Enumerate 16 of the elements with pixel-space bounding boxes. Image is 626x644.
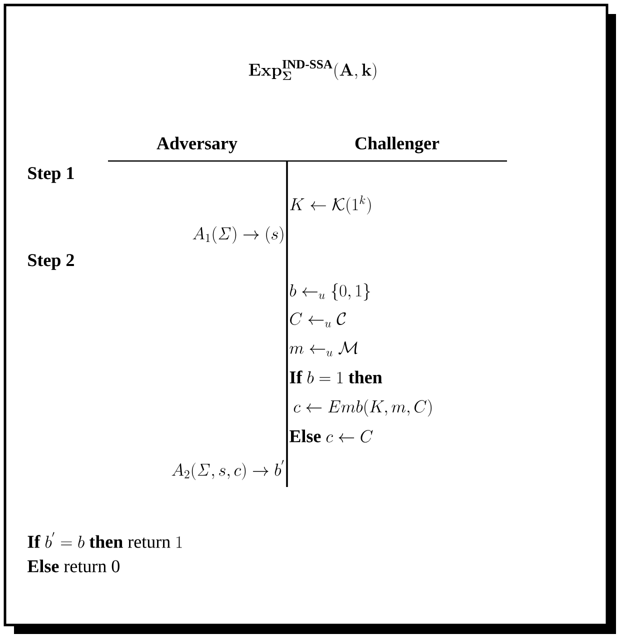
formula: $A_2(\mathit{\Sigma},s,c) \rightarrow b^{'}$: [172, 460, 284, 480]
formula: $b \leftarrow_u \{0,1\}$: [290, 283, 370, 301]
column-header: Challenger: [355, 136, 440, 154]
statement: Else return 0: [28, 560, 120, 572]
formula: $K \leftarrow \mathcal{K}(1^k)$: [290, 196, 371, 214]
statement: $\textbf{If } b = 1 \textbf{ then}$: [290, 370, 382, 384]
formula: $m \leftarrow_u \mathcal{M}$: [290, 341, 358, 356]
formula: $A_1(\mathit{\Sigma}) \rightarrow (s)$: [192, 226, 284, 244]
step-label: Step 2: [28, 254, 74, 270]
title: $\mathbf{Exp}_{\mathbf{\Sigma}}^{\textbf{IND-SSA}}(\mathbf{A},\mathbf{k})$: [248, 60, 376, 80]
formula: $C \leftarrow_u \mathcal{C}$: [290, 312, 346, 328]
statement: $\textbf{Else } c \leftarrow C$: [290, 430, 373, 443]
statement: $\textbf{If } b^{'} = b \textbf{ then} \text{ return } 1$: [28, 532, 182, 548]
step-label: Step 1: [28, 167, 74, 183]
formula: $c \leftarrow Emb(K,m,C)$: [294, 399, 432, 417]
column-header: Adversary: [156, 136, 238, 154]
